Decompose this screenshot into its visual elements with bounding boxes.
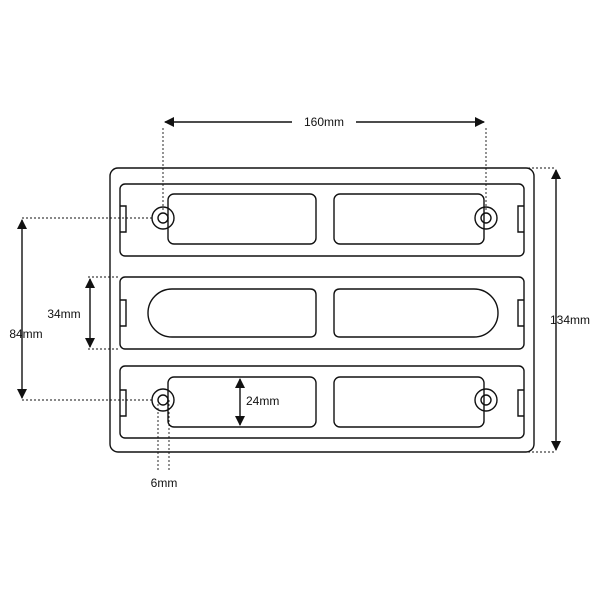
label-160mm: 160mm xyxy=(304,115,344,129)
dimension-6mm: 6mm xyxy=(151,400,178,490)
label-34mm: 34mm xyxy=(47,307,80,321)
dimension-134mm: 134mm xyxy=(528,167,590,453)
dimension-84mm: 84mm xyxy=(9,217,152,401)
label-134mm: 134mm xyxy=(550,313,590,327)
bottom-strip xyxy=(119,365,525,439)
label-84mm: 84mm xyxy=(9,327,42,341)
top-strip xyxy=(119,183,525,257)
bottom-slot-right xyxy=(333,376,485,428)
dimension-24mm: 24mm xyxy=(235,378,279,426)
bottom-slot-left xyxy=(167,376,317,428)
mounting-hole-top-left xyxy=(151,206,175,230)
middle-slot-right xyxy=(333,288,499,338)
mounting-hole-bottom-right xyxy=(474,388,498,412)
mounting-hole-bottom-left xyxy=(151,388,175,412)
dimension-34mm: 34mm xyxy=(47,276,120,350)
middle-strip xyxy=(119,276,525,350)
top-slot-left xyxy=(167,193,317,245)
label-6mm: 6mm xyxy=(151,476,178,490)
mounting-hole-top-right xyxy=(474,206,498,230)
dimension-160mm: 160mm xyxy=(162,115,487,212)
top-slot-right xyxy=(333,193,485,245)
label-24mm: 24mm xyxy=(246,394,279,408)
outer-plate xyxy=(109,167,535,453)
middle-slot-left xyxy=(147,288,317,338)
